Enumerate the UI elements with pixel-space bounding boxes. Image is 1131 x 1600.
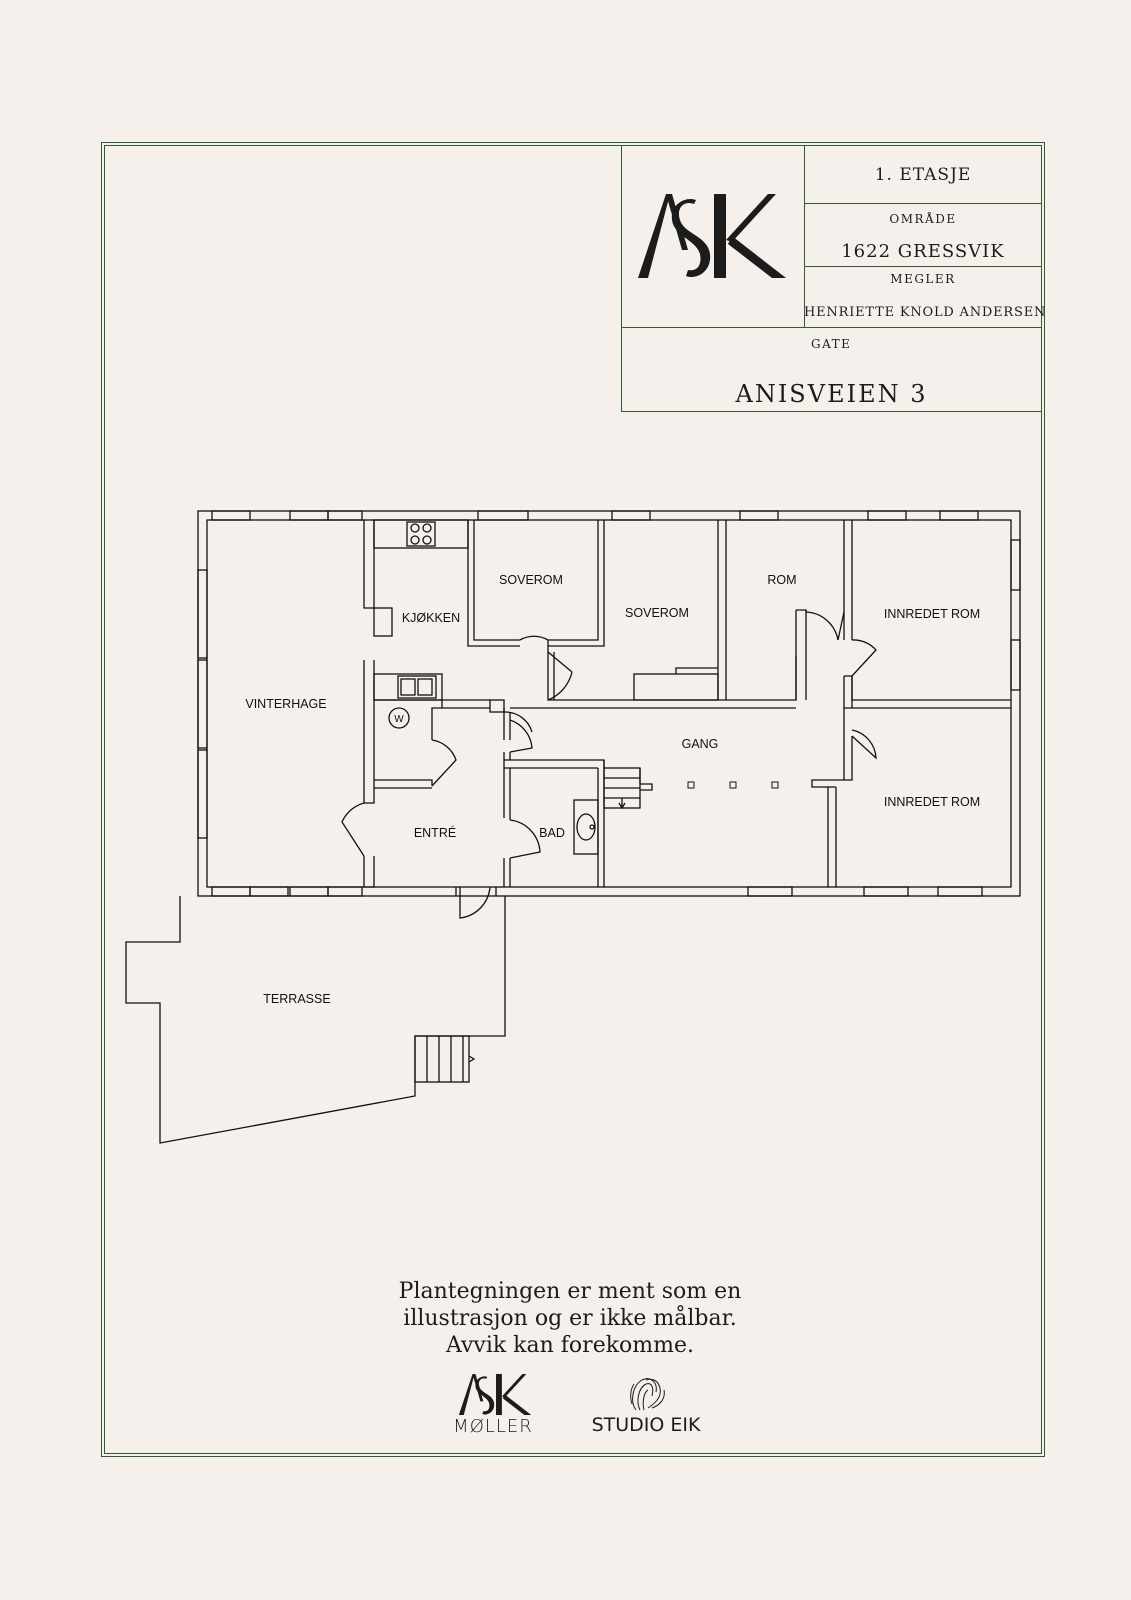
label-kjokken: KJØKKEN [402, 611, 460, 625]
disclaimer-line-3: Avvik kan forekomme. [445, 1333, 695, 1358]
stove-icon [406, 521, 436, 547]
area-label: OMRÅDE [889, 212, 957, 226]
page-frame-inner [104, 145, 1042, 1454]
wall-soverom1 [467, 520, 520, 647]
wall-innredet-divider [844, 675, 1011, 709]
wall-corridor-top [554, 656, 797, 701]
studio-eik-logo: STUDIO EIK [586, 1374, 706, 1444]
agent-value: HENRIETTE KNOLD ANDERSEN [804, 305, 1047, 320]
bad-counter [573, 799, 599, 855]
label-terrasse: TERRASSE [263, 992, 330, 1006]
wall-rom-innredet [843, 520, 853, 640]
outer-wall-inner [206, 519, 1012, 888]
disclaimer: Plantegningen er ment som en illustrasjo… [330, 1278, 810, 1359]
area-value: 1622 GRESSVIK [841, 241, 1005, 262]
bad-sink [576, 813, 596, 841]
ask-moller-mark [458, 1373, 532, 1416]
label-soverom-1: SOVEROM [499, 573, 563, 587]
ask-logo [636, 190, 796, 280]
floor-label: 1. ETASJE [874, 165, 972, 185]
terrace-outline [125, 896, 506, 1144]
front-door [459, 886, 491, 919]
label-gang: GANG [682, 737, 719, 751]
agent-label: MEGLER [890, 272, 956, 286]
wall-bad-top [504, 759, 605, 887]
studio-eik-fingerprint-icon [630, 1378, 665, 1411]
indoor-stairs [603, 767, 653, 810]
gang-columns [687, 781, 779, 789]
title-block-divider [804, 145, 1042, 327]
label-bad: BAD [539, 826, 565, 840]
disclaimer-line-2: illustrasjon og er ikke målbar. [403, 1306, 737, 1331]
gang-door [509, 719, 533, 753]
wall-vinterhage-kitchen [363, 520, 375, 609]
windows-left [197, 569, 208, 839]
bad-door [509, 819, 541, 859]
studio-eik-text: STUDIO EIK [591, 1414, 701, 1436]
page-frame-outer [101, 142, 1045, 1457]
title-block-line-3 [621, 327, 1042, 328]
label-soverom-2: SOVEROM [625, 606, 689, 620]
kitchen-counter [373, 519, 469, 549]
windows-bottom [211, 886, 983, 897]
street-value: ANISVEIEN 3 [735, 380, 928, 408]
terrace-stairs [414, 1035, 476, 1083]
wall-bad-left [503, 760, 511, 820]
label-vinterhage: VINTERHAGE [245, 697, 326, 711]
title-block-border [621, 145, 1042, 412]
sink-icon [397, 675, 437, 699]
title-block-line-1 [804, 203, 1042, 204]
entre-vinterhage-door [341, 802, 365, 857]
street-label: GATE [811, 337, 852, 351]
label-rom: ROM [767, 573, 796, 587]
wall-laundry [374, 699, 443, 740]
wall-gang-right [811, 779, 837, 887]
label-washer: W [394, 714, 404, 725]
label-entre: ENTRÉ [414, 825, 456, 840]
windows-top [211, 510, 979, 521]
title-block-line-2 [804, 266, 1042, 267]
ask-moller-logo: MØLLER [452, 1372, 542, 1442]
wall-soverom2-rom [717, 520, 727, 700]
ask-moller-sub: MØLLER [453, 1416, 533, 1437]
washer-circle [388, 707, 410, 729]
windows-right [1010, 539, 1021, 691]
disclaimer-line-1: Plantegningen er ment som en [398, 1279, 742, 1304]
laundry-door [431, 739, 457, 787]
label-innredet-2: INNREDET ROM [884, 795, 980, 809]
ask-logo-mark [638, 194, 786, 278]
label-innredet-1: INNREDET ROM [884, 607, 980, 621]
